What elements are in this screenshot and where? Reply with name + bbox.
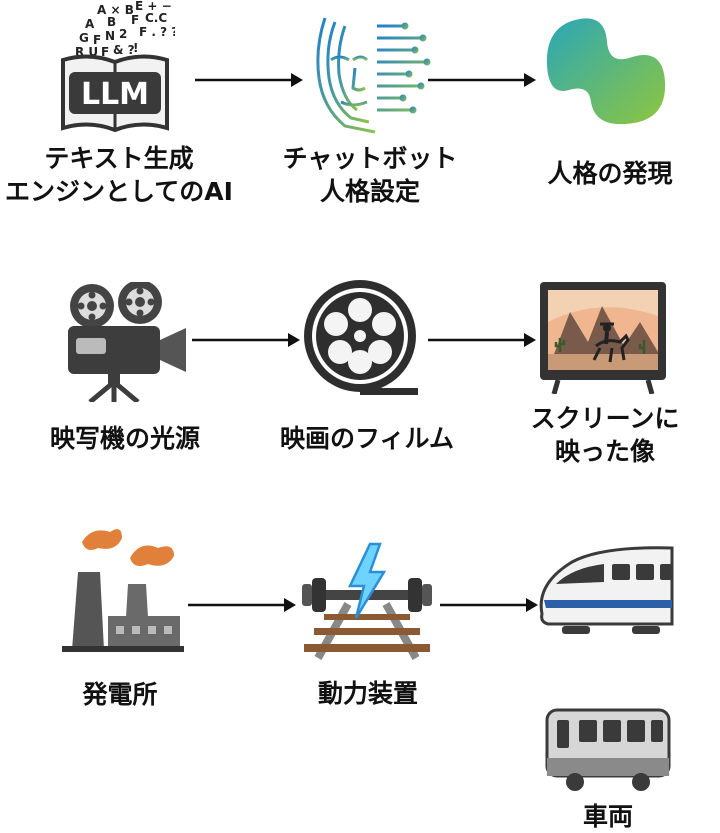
svg-text:E + − C !: E + − C ! <box>135 0 175 13</box>
arrow-plant-to-drive <box>188 598 296 612</box>
power-plant-icon <box>62 529 184 652</box>
svg-text:N: N <box>105 29 115 43</box>
label-film: 映画のフィルム <box>279 424 454 453</box>
screen-cowboy-icon <box>540 282 666 394</box>
svg-text:F: F <box>131 13 139 27</box>
bullet-train-icon <box>539 546 674 634</box>
svg-text:B: B <box>107 15 116 29</box>
arrow-chatbot-to-persona <box>428 73 536 87</box>
film-reel-icon <box>304 280 418 395</box>
arrow-film-to-screen <box>428 333 536 347</box>
blob-logo-icon <box>546 18 666 125</box>
svg-text:G: G <box>79 31 89 45</box>
label-drive: 動力装置 <box>317 679 418 708</box>
train-car-icon <box>545 708 671 791</box>
svg-text:F: F <box>101 45 109 59</box>
svg-text:2: 2 <box>119 27 127 41</box>
film-projector-icon <box>68 282 186 402</box>
label-screen: スクリーンに 映った像 <box>530 404 680 466</box>
label-chatbot: チャットボット 人格設定 <box>282 144 458 206</box>
label-plant: 発電所 <box>82 680 158 709</box>
face-circuit-icon <box>316 16 431 134</box>
svg-text:C.C: C.C <box>145 11 167 25</box>
svg-text:!: ! <box>133 41 138 55</box>
label-vehicle: 車両 <box>582 802 633 831</box>
llm-icon-text: LLM <box>81 77 149 112</box>
svg-text:A: A <box>85 17 95 31</box>
arrow-drive-to-train <box>440 598 538 612</box>
svg-text:F . ? ?: F . ? ? <box>139 25 175 39</box>
wheel-axle-lightning-icon <box>302 542 432 660</box>
svg-text:A × B: A × B <box>97 3 134 17</box>
label-llm: テキスト生成 エンジンとしてのAI <box>5 144 233 206</box>
svg-text:& ?: & ? <box>113 43 135 57</box>
label-persona: 人格の発現 <box>547 159 673 188</box>
label-projector: 映写機の光源 <box>49 424 200 453</box>
arrow-llm-to-chatbot <box>195 73 303 87</box>
svg-text:F: F <box>93 33 101 47</box>
arrow-projector-to-film <box>192 333 300 347</box>
